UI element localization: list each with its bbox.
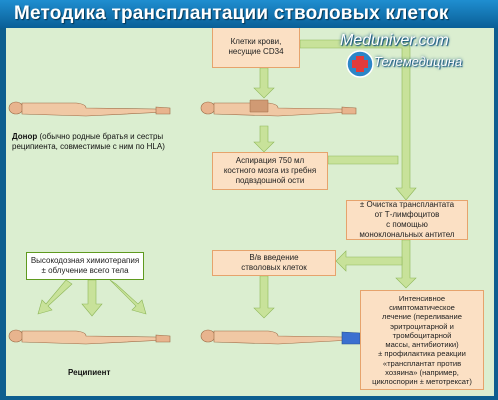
box-intensive-care-text: Интенсивное симптоматическое лечение (пе… bbox=[372, 293, 472, 386]
arrow-chemo-center bbox=[81, 279, 103, 317]
recipient-label-text: Реципиент bbox=[68, 368, 111, 377]
box-infusion: В/в введение стволовых клеток bbox=[212, 250, 336, 276]
box-chemo: Высокодозная химиотерапия ± облучение вс… bbox=[26, 252, 144, 280]
donor-label-rest: (обычно родные братья и сестры реципиент… bbox=[12, 132, 165, 151]
arrow-blood-to-donor bbox=[253, 67, 275, 99]
box-chemo-text: Высокодозная химиотерапия ± облучение вс… bbox=[30, 256, 140, 275]
donor-label-bold: Донор bbox=[12, 132, 38, 141]
flow-arrows bbox=[37, 39, 417, 319]
box-intensive-care: Интенсивное симптоматическое лечение (пе… bbox=[360, 290, 484, 390]
donor-label: Донор (обычно родные братья и сестры рец… bbox=[12, 122, 212, 152]
arrow-chemo-right bbox=[109, 279, 147, 315]
arrow-infusion-to-recipient bbox=[253, 275, 275, 319]
box-blood-cells-text: Клетки крови, несущие CD34 bbox=[228, 37, 284, 56]
box-purification-text: ± Очистка трансплантата от Т-лимфоцитов … bbox=[359, 200, 455, 239]
watermark-site: Meduniver.com bbox=[340, 32, 449, 49]
arrow-donor-to-aspiration bbox=[253, 125, 275, 153]
donor-figure-right bbox=[200, 99, 357, 117]
arrow-blood-to-purification bbox=[299, 39, 417, 201]
recipient-label: Реципиент bbox=[68, 358, 110, 378]
page-title: Методика трансплантации стволовых клеток bbox=[14, 3, 449, 24]
box-aspiration-text: Аспирация 750 мл костного мозга из гребн… bbox=[223, 156, 317, 185]
medical-cross-icon bbox=[346, 50, 374, 78]
box-aspiration: Аспирация 750 мл костного мозга из гребн… bbox=[212, 152, 328, 190]
recipient-figure-left bbox=[8, 329, 171, 345]
diagram-panel: Клетки крови, несущие CD34 Аспирация 750… bbox=[6, 28, 494, 396]
arrow-chemo-left bbox=[37, 279, 73, 315]
arrow-purification-to-care bbox=[395, 239, 417, 289]
box-purification: ± Очистка трансплантата от Т-лимфоцитов … bbox=[346, 200, 468, 240]
arrow-aspiration-to-purification bbox=[327, 155, 399, 165]
watermark-logo bbox=[346, 50, 374, 78]
box-infusion-text: В/в введение стволовых клеток bbox=[241, 253, 307, 272]
diagram-graphics bbox=[8, 39, 417, 345]
recipient-figure-right bbox=[200, 329, 361, 345]
donor-figure-left bbox=[8, 101, 171, 117]
arrow-purification-to-infusion bbox=[335, 250, 403, 272]
box-blood-cells: Клетки крови, несущие CD34 bbox=[212, 28, 300, 68]
watermark-subtitle: Телемедицина bbox=[374, 54, 463, 69]
title-bar: Методика трансплантации стволовых клеток bbox=[0, 0, 498, 28]
